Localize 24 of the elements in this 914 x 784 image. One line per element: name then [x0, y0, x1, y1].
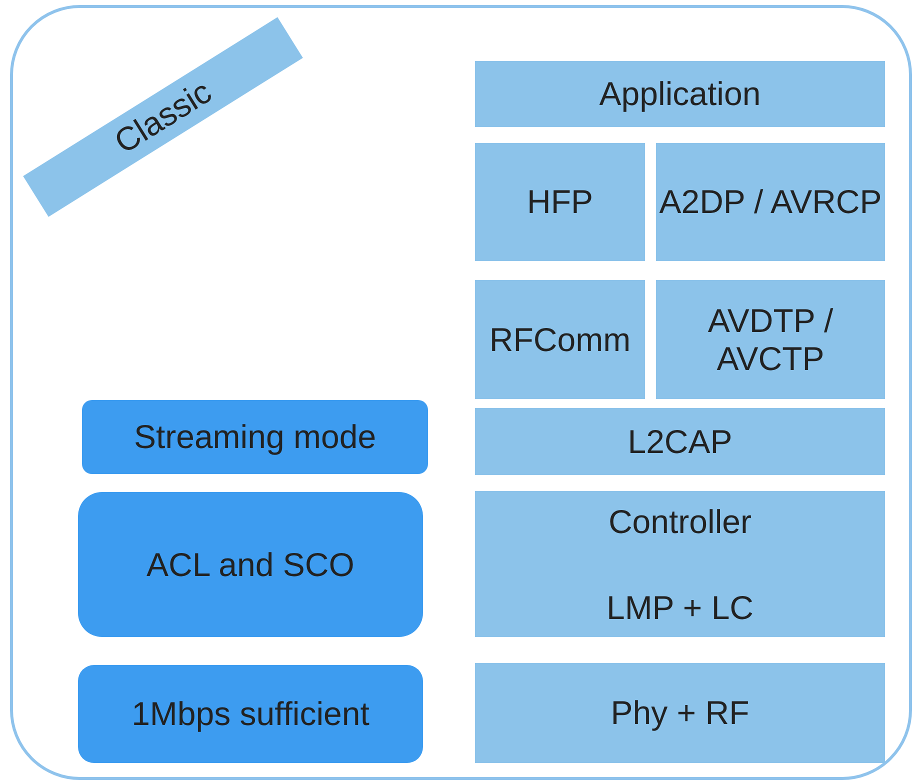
frame-box	[10, 5, 912, 780]
layer-label: RFComm	[489, 320, 631, 358]
layer-label: Streaming mode	[134, 418, 376, 456]
layer-box	[475, 280, 645, 399]
layer-box	[475, 663, 885, 763]
layer-box	[475, 491, 885, 637]
layer-label: Controller	[608, 503, 752, 541]
layer-box	[475, 408, 885, 475]
layer-label: Application	[599, 75, 761, 113]
layer-box	[656, 143, 885, 261]
layer-label: ACL and SCO	[146, 546, 354, 584]
layer-label: Phy + RF	[610, 694, 750, 732]
layer-box	[475, 61, 885, 127]
layer-label: LMP + LC	[606, 589, 754, 627]
layer-label: AVDTP / AVCTP	[706, 302, 834, 378]
layer-box	[82, 400, 428, 474]
layer-label: 1Mbps sufficient	[132, 695, 370, 733]
layer-box	[78, 492, 423, 637]
layer-box	[475, 143, 645, 261]
layer-label: HFP	[527, 183, 593, 221]
layer-label: L2CAP	[628, 422, 732, 460]
layer-box	[78, 665, 423, 763]
layer-box	[656, 280, 885, 399]
layer-label: A2DP / AVRCP	[659, 183, 882, 221]
